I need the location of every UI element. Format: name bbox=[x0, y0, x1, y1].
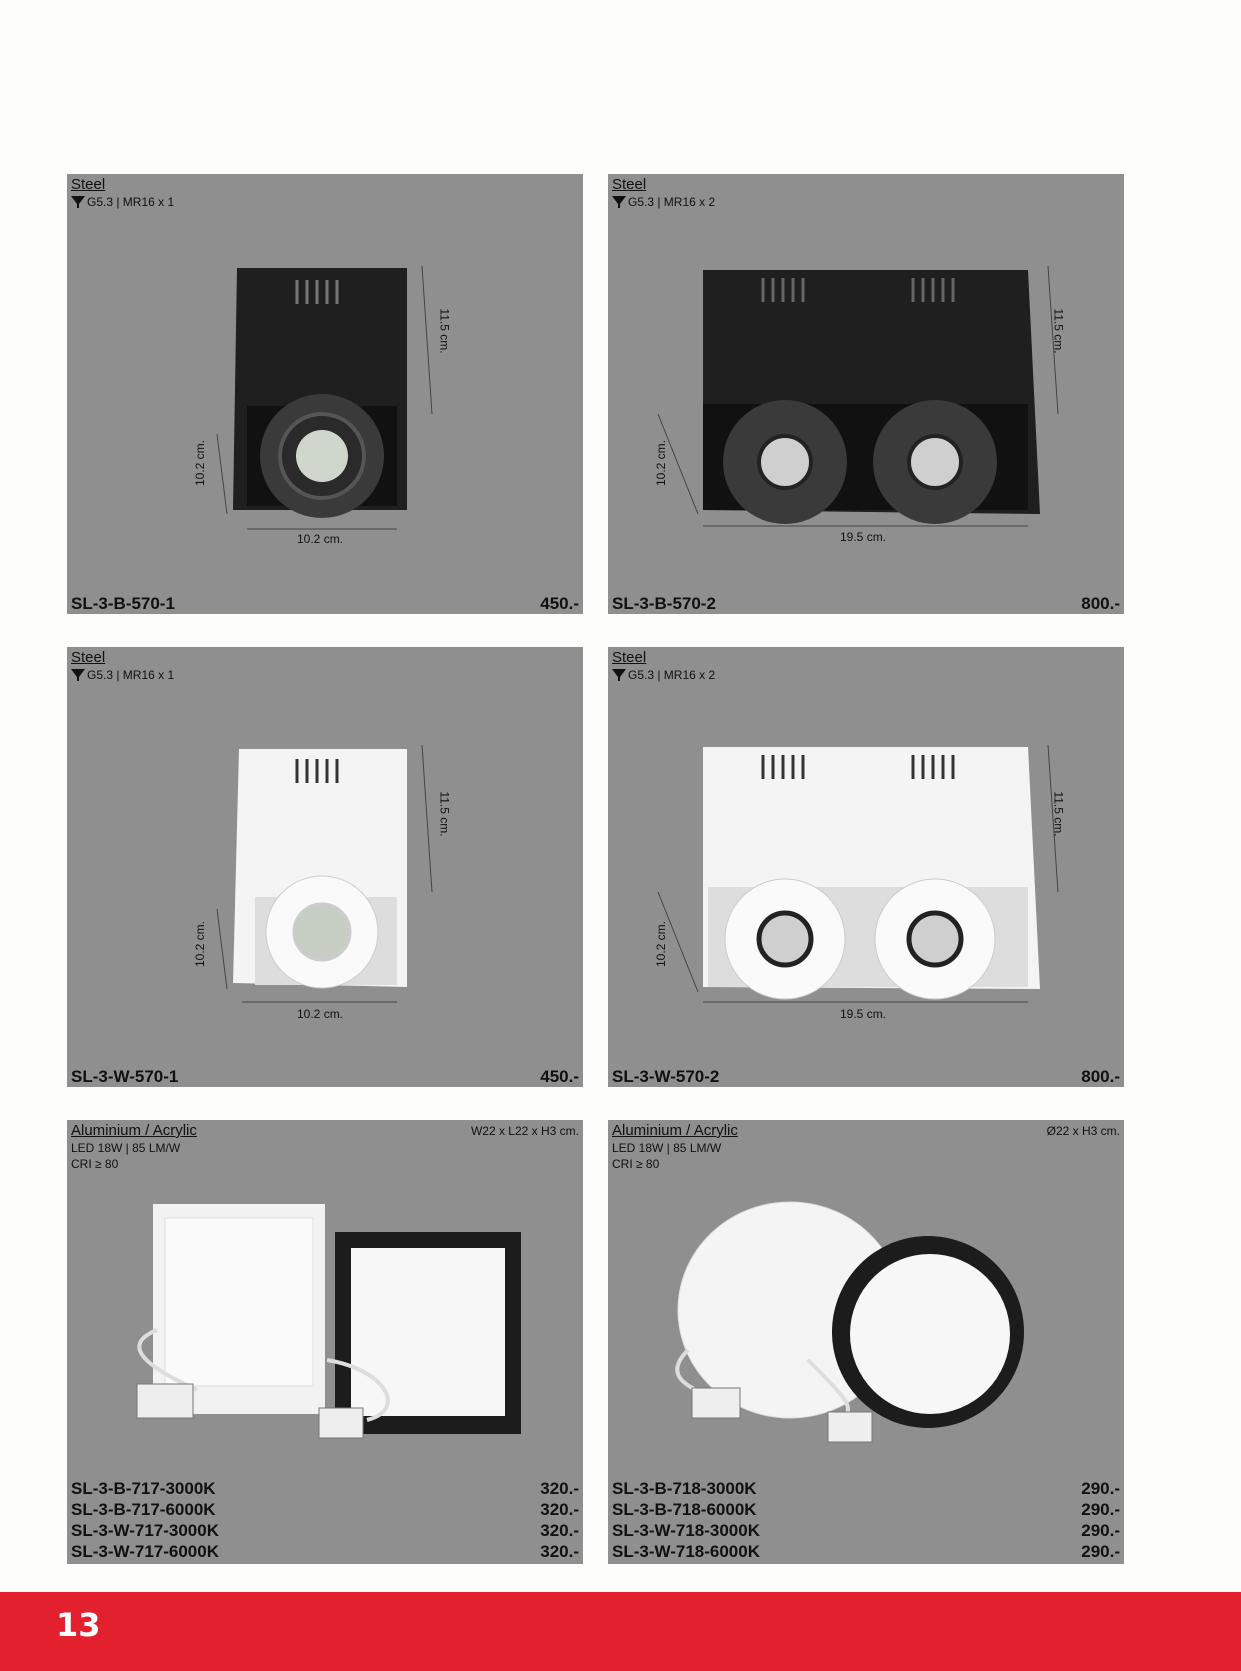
product-code: SL-3-W-570-2 bbox=[612, 1067, 720, 1086]
spec-label: G5.3 | MR16 x 2 bbox=[612, 667, 715, 683]
spec-label: G5.3 | MR16 x 1 bbox=[71, 667, 174, 683]
height-dimension: 11.5 cm. bbox=[437, 308, 452, 354]
product-code: SL-3-B-570-2 bbox=[612, 594, 716, 613]
page-number: 13 bbox=[56, 1606, 101, 1644]
material-label: Steel bbox=[71, 176, 106, 193]
width-dimension: 19.5 cm. bbox=[840, 530, 887, 544]
spec-line-1: LED 18W | 85 LM/W bbox=[612, 1141, 722, 1155]
depth-dimension: 10.2 cm. bbox=[654, 439, 669, 487]
product-card-sl-3-w-570-2: Steel G5.3 | MR16 x 2 11.5 cm. 10.2 cm. … bbox=[608, 647, 1124, 1087]
product-price: 800.- bbox=[1081, 594, 1120, 613]
width-dimension: 19.5 cm. bbox=[840, 1007, 887, 1021]
product-price: 450.- bbox=[540, 1067, 579, 1086]
bulb-icon bbox=[71, 196, 85, 208]
product-card-sl-3-718: Aluminium / Acrylic LED 18W | 85 LM/W CR… bbox=[608, 1120, 1124, 1564]
product-card-sl-3-b-570-1: Steel G5.3 | MR16 x 1 11.5 cm. 10.2 cm. … bbox=[67, 174, 583, 614]
product-image bbox=[136, 1204, 521, 1439]
height-dimension: 11.5 cm. bbox=[1051, 791, 1066, 837]
width-dimension: 10.2 cm. bbox=[297, 1007, 344, 1021]
spec-line-2: CRI ≥ 80 bbox=[612, 1157, 660, 1171]
depth-dimension: 10.2 cm. bbox=[654, 920, 669, 968]
dimensions-label: W22 x L22 x H3 cm. bbox=[470, 1124, 579, 1138]
spec-label: G5.3 | MR16 x 2 bbox=[612, 194, 715, 210]
product-code: SL-3-W-570-1 bbox=[71, 1067, 179, 1086]
product-price: 800.- bbox=[1081, 1067, 1120, 1086]
depth-dimension: 10.2 cm. bbox=[193, 920, 208, 968]
product-card-sl-3-717: Aluminium / Acrylic LED 18W | 85 LM/W CR… bbox=[67, 1120, 583, 1564]
bulb-icon bbox=[71, 669, 85, 681]
product-image bbox=[657, 265, 1059, 527]
bulb-icon bbox=[612, 669, 626, 681]
depth-dimension: 10.2 cm. bbox=[193, 439, 208, 487]
spec-line-2: CRI ≥ 80 bbox=[71, 1157, 119, 1171]
material-label: Aluminium / Acrylic bbox=[612, 1122, 738, 1139]
material-label: Steel bbox=[612, 176, 647, 193]
height-dimension: 11.5 cm. bbox=[437, 791, 452, 837]
product-image bbox=[657, 744, 1059, 1003]
width-dimension: 10.2 cm. bbox=[297, 532, 344, 546]
footer-bar: 13 bbox=[0, 1592, 1241, 1671]
bulb-icon bbox=[612, 196, 626, 208]
spec-label: G5.3 | MR16 x 1 bbox=[71, 194, 174, 210]
product-image bbox=[216, 265, 433, 530]
product-image bbox=[216, 744, 433, 1003]
spec-line-1: LED 18W | 85 LM/W bbox=[71, 1141, 181, 1155]
product-card-sl-3-w-570-1: Steel G5.3 | MR16 x 1 11.5 cm. 10.2 cm. … bbox=[67, 647, 583, 1087]
product-image bbox=[675, 1201, 1024, 1443]
material-label: Steel bbox=[612, 649, 647, 666]
material-label: Aluminium / Acrylic bbox=[71, 1122, 197, 1139]
product-price: 450.- bbox=[540, 594, 579, 613]
product-card-sl-3-b-570-2: Steel G5.3 | MR16 x 2 11.5 cm. 10.2 cm. … bbox=[608, 174, 1124, 614]
height-dimension: 11.5 cm. bbox=[1051, 308, 1066, 354]
material-label: Steel bbox=[71, 649, 106, 666]
dimensions-label: Ø22 x H3 cm. bbox=[1046, 1124, 1120, 1138]
product-code: SL-3-B-570-1 bbox=[71, 594, 175, 613]
